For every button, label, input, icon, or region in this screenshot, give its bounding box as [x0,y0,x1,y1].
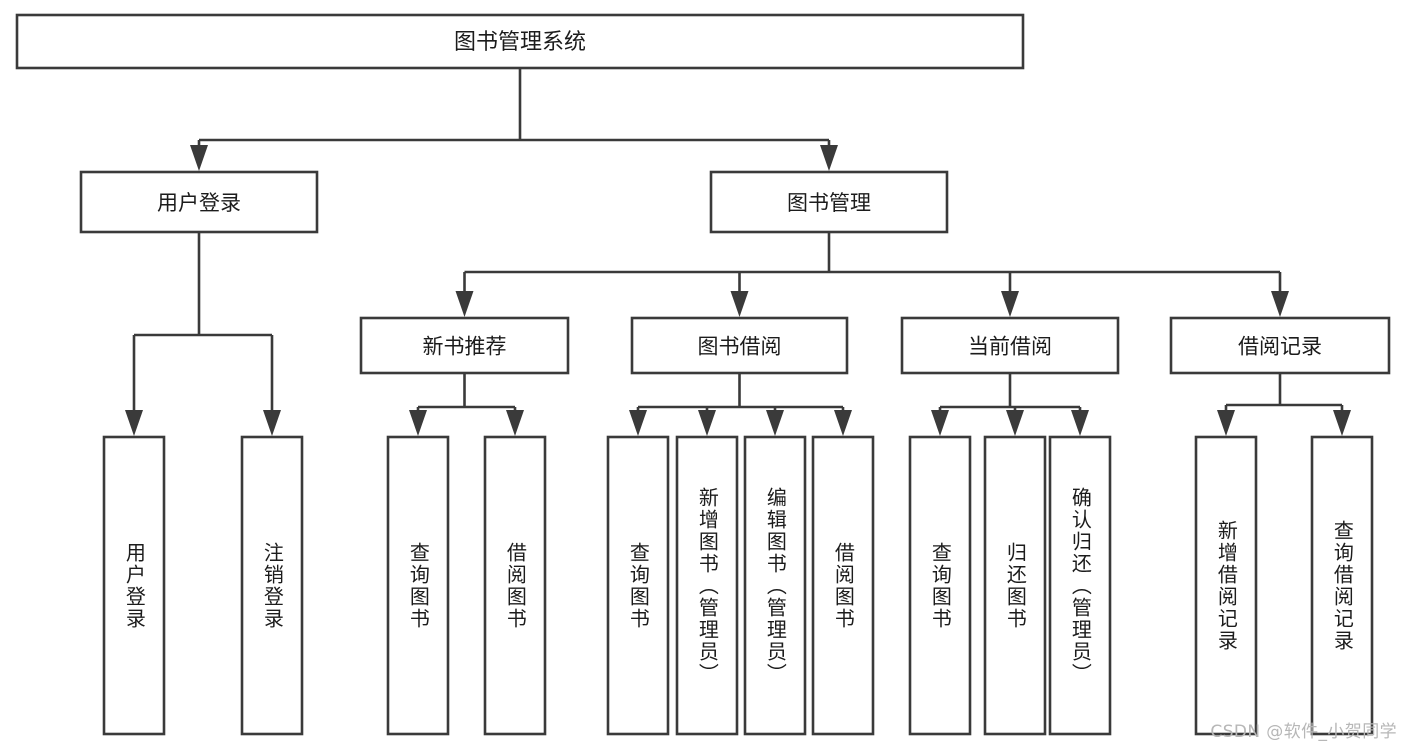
node-box-leaf-edit-book[interactable] [743,435,807,736]
connector-arrowhead [190,145,208,171]
connector-arrowhead [1271,291,1289,317]
connector-arrowhead [1001,291,1019,317]
node-box-book-borrow[interactable] [630,316,849,375]
node-box-leaf-user-login[interactable] [102,435,166,736]
connector-arrowhead [766,410,784,436]
connector-bookmanage-to-level3 [455,232,1289,317]
connector-arrowhead [730,291,749,317]
node-box-leaf-return-book[interactable] [983,435,1047,736]
node-box-leaf-borrow-book-2[interactable] [811,435,875,736]
node-label-borrow-record: 借阅记录 [1238,335,1322,359]
node-label-new-book-recommend: 新书推荐 [423,335,507,359]
node-box-book-manage[interactable] [709,170,949,234]
node-box-leaf-logout[interactable] [240,435,304,736]
connector-arrowhead [1333,410,1351,436]
node-label-book-borrow: 图书借阅 [698,335,782,359]
node-label-user-login: 用户登录 [157,191,241,215]
connector-arrowhead [506,410,524,436]
connector-arrowhead [455,291,474,317]
node-box-leaf-add-record[interactable] [1194,435,1258,736]
connector-edges-layer [125,68,1351,436]
node-box-user-login[interactable] [79,170,319,234]
node-box-leaf-confirm-return[interactable] [1048,435,1112,736]
node-box-current-borrow[interactable] [900,316,1120,375]
connector-arrowhead [1006,410,1024,436]
connector-arrowhead [1217,410,1235,436]
node-label-book-manage: 图书管理 [787,191,871,215]
node-box-leaf-borrow-book-1[interactable] [483,435,547,736]
node-box-leaf-query-book-3[interactable] [908,435,972,736]
connector-borrow-to-leaves [629,373,852,436]
connector-arrowhead [1071,410,1089,436]
connector-arrowhead [820,145,838,171]
connector-current-to-leaves [931,373,1089,436]
connector-record-to-leaves [1217,373,1351,436]
node-label-current-borrow: 当前借阅 [968,335,1052,359]
node-box-root[interactable] [15,13,1025,70]
connector-arrowhead [834,410,852,436]
connector-arrowhead [125,410,143,436]
node-label-root: 图书管理系统 [454,30,586,55]
node-box-leaf-add-book[interactable] [675,435,739,736]
connector-root-to-level2 [190,68,838,171]
connector-recommend-to-leaves [409,373,524,436]
connector-arrowhead [931,410,949,436]
node-box-leaf-query-book-1[interactable] [386,435,450,736]
node-box-new-book-recommend[interactable] [359,316,570,375]
node-box-leaf-query-record[interactable] [1310,435,1374,736]
connector-userlogin-to-leaves [125,232,281,436]
node-box-borrow-record[interactable] [1169,316,1391,375]
connector-arrowhead [698,410,716,436]
csdn-watermark: CSDN @软件_小贺同学 [1210,722,1397,742]
connector-arrowhead [409,410,427,436]
connector-arrowhead [263,410,281,436]
connector-arrowhead [629,410,647,436]
node-boxes-layer [15,13,1391,736]
node-box-leaf-query-book-2[interactable] [606,435,670,736]
